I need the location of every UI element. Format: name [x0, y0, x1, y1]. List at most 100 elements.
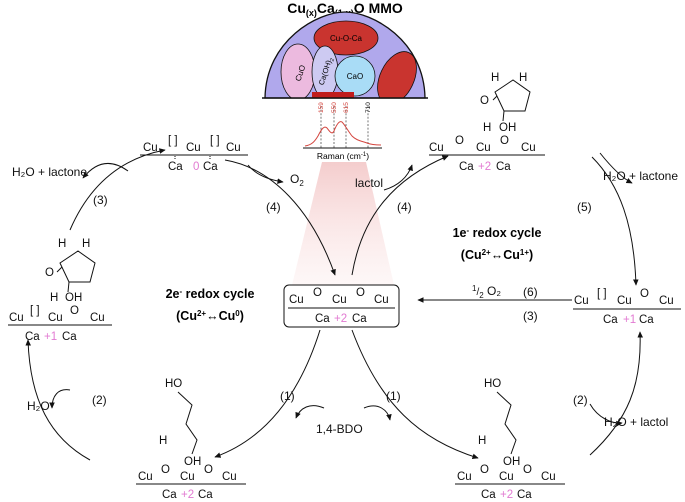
structure-reduced-cu1: Cu [ ] Cu O Cu Ca +1 Ca [573, 288, 681, 326]
bdo-label: 1,4-BDO [316, 422, 363, 436]
svg-text:O: O [455, 135, 464, 147]
svg-text:Cu: Cu [143, 142, 158, 154]
lactol-label: lactol [355, 176, 383, 190]
step-2-left: (2) [92, 393, 107, 407]
svg-text:OH: OH [65, 292, 82, 304]
svg-text:H: H [478, 435, 486, 447]
svg-text:[ ]: [ ] [30, 305, 40, 317]
svg-text:+2: +2 [478, 161, 491, 173]
step-6: (6) [523, 285, 538, 299]
svg-text:Cu: Cu [541, 471, 556, 483]
structure-reduced-cu0: Cu [ ] Cu [ ] Cu Ca 0 Ca [140, 135, 248, 173]
step-1-right: (1) [386, 389, 401, 403]
step-2-right: (2) [573, 393, 588, 407]
svg-text:+2: +2 [181, 489, 194, 501]
structure-lactol-adsorbed-left: H H O H OH Cu [ ] Cu O Cu Ca +1 Ca [8, 238, 112, 343]
svg-text:Cu: Cu [574, 295, 589, 307]
svg-text:Ca: Ca [459, 161, 474, 173]
two-e-cycle-detail: (Cu2+↔Cu0) [176, 309, 244, 323]
svg-text:0: 0 [193, 161, 199, 173]
raman-peak-159: 159 [318, 102, 325, 113]
svg-text:Cu: Cu [617, 295, 632, 307]
step-3-left: (3) [93, 193, 108, 207]
h2o-lactol-label: H₂O + lactol [604, 415, 668, 429]
svg-text:+1: +1 [44, 331, 57, 343]
svg-text:Cu: Cu [90, 312, 105, 324]
svg-text:Ca: Ca [315, 313, 330, 325]
step-4-left: (4) [266, 200, 281, 214]
svg-text:HO: HO [484, 378, 501, 390]
svg-text:Ca: Ca [168, 161, 183, 173]
svg-text:[ ]: [ ] [210, 135, 220, 147]
svg-text:HO: HO [165, 378, 182, 390]
h2o-lactone-left: H₂O + lactone [12, 165, 87, 179]
svg-text:Cu: Cu [457, 471, 472, 483]
raman-axis-label: Raman (cm-1) [317, 151, 369, 161]
step-1-left: (1) [280, 389, 295, 403]
svg-text:O: O [640, 288, 649, 300]
svg-text:Ca: Ca [639, 314, 654, 326]
svg-text:H: H [519, 72, 527, 84]
svg-text:O: O [161, 464, 170, 476]
one-e-cycle-detail: (Cu2+↔Cu1+) [461, 248, 533, 262]
svg-text:Ca: Ca [481, 489, 496, 501]
svg-text:Cu: Cu [499, 471, 514, 483]
svg-text:H: H [491, 72, 499, 84]
raman-peak-550: 550 [331, 102, 338, 113]
svg-text:Cu: Cu [186, 142, 201, 154]
svg-text:Ca: Ca [162, 489, 177, 501]
svg-text:[ ]: [ ] [168, 135, 178, 147]
raman-peak-615: 615 [343, 102, 350, 113]
svg-text:O: O [45, 267, 54, 279]
svg-text:H: H [159, 435, 167, 447]
raman-beam [292, 162, 394, 285]
svg-text:OH: OH [184, 456, 201, 468]
raman-spectrum: 159 550 615 710 Raman (cm-1) [303, 102, 382, 161]
half-o2-label: 1/2 O₂ [472, 284, 501, 300]
step-4-right: (4) [397, 200, 412, 214]
svg-text:Ca: Ca [496, 161, 511, 173]
svg-text:Cu: Cu [222, 471, 237, 483]
svg-text:Cu: Cu [226, 142, 241, 154]
svg-text:Ca: Ca [203, 161, 218, 173]
svg-text:Ca: Ca [352, 313, 367, 325]
svg-text:Cu: Cu [659, 295, 674, 307]
h2o-label: H₂O [27, 399, 50, 413]
svg-text:Ca: Ca [517, 489, 532, 501]
svg-text:OH: OH [503, 456, 520, 468]
structure-bdo-adsorbed-right: HO H OH Cu O Cu O Cu Ca +2 Ca [455, 378, 565, 501]
svg-text:O: O [70, 305, 79, 317]
raman-peak-710: 710 [365, 102, 372, 113]
cycle-arrows [25, 148, 644, 461]
svg-text:OH: OH [499, 122, 516, 134]
svg-text:H: H [50, 292, 58, 304]
svg-text:O: O [523, 464, 532, 476]
svg-text:Cu: Cu [429, 142, 444, 154]
svg-text:+2: +2 [500, 489, 513, 501]
svg-text:H: H [483, 122, 491, 134]
svg-text:Ca: Ca [25, 331, 40, 343]
svg-text:Cu: Cu [138, 471, 153, 483]
svg-text:O: O [480, 464, 489, 476]
svg-text:Ca: Ca [198, 489, 213, 501]
svg-text:+1: +1 [623, 314, 636, 326]
svg-text:Cu: Cu [180, 471, 195, 483]
structure-lactol-adsorbed-right: H H O H OH Cu O Cu O Cu Ca +2 Ca [429, 72, 545, 173]
svg-text:Cu: Cu [374, 294, 389, 306]
svg-text:Cu: Cu [332, 294, 347, 306]
svg-text:H: H [82, 238, 90, 250]
svg-text:Cu: Cu [289, 294, 304, 306]
svg-text:O: O [500, 135, 509, 147]
step-3-right: (3) [523, 309, 538, 323]
svg-text:Cu: Cu [476, 142, 491, 154]
svg-text:H: H [58, 238, 66, 250]
svg-text:[ ]: [ ] [597, 288, 607, 300]
structure-bdo-adsorbed-left: HO H OH Cu O Cu O Cu Ca +2 Ca [136, 378, 246, 501]
h2o-lactone-right: H₂O + lactone [603, 169, 678, 183]
svg-text:Ca: Ca [62, 331, 77, 343]
cuoca-label: Cu-O-Ca [330, 34, 363, 43]
svg-text:O: O [313, 287, 322, 299]
svg-text:O: O [480, 95, 489, 107]
mmo-dome: Cu-O-Ca CuO Ca(OH)2 CaO [262, 11, 428, 99]
